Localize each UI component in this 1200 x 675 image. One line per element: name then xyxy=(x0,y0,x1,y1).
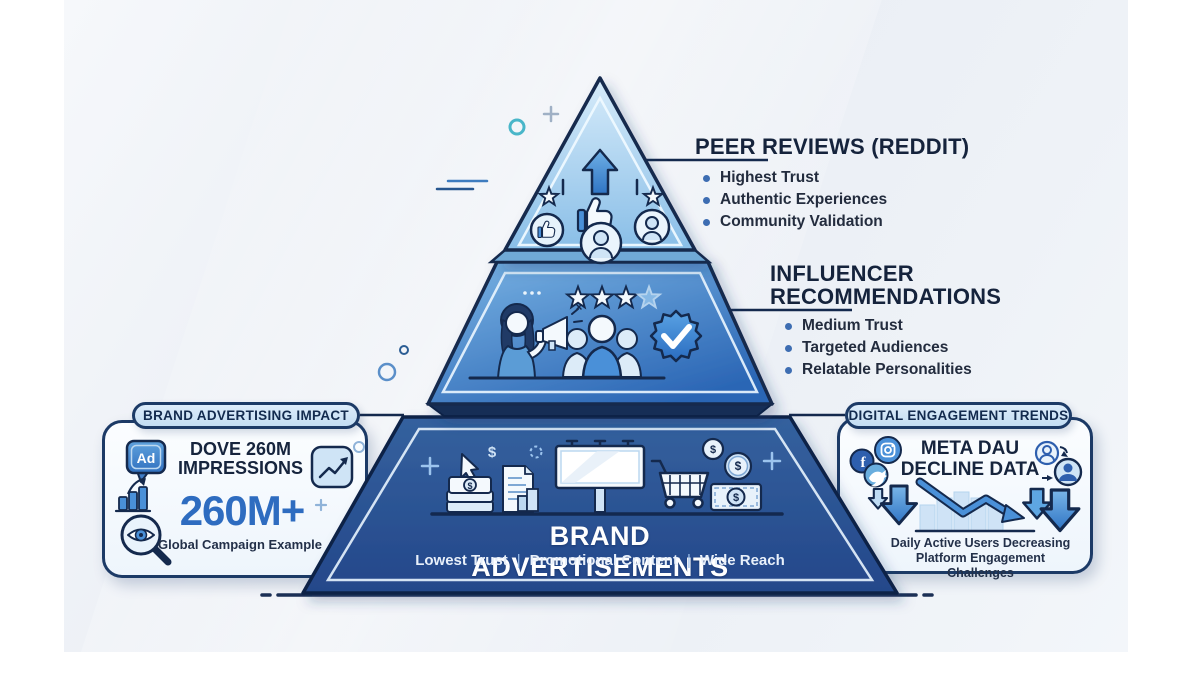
up-arrow-icon xyxy=(581,148,619,196)
user-avatar-icon xyxy=(579,221,623,265)
svg-text:$: $ xyxy=(735,459,742,473)
bottom-tier-icons: $ $ xyxy=(420,437,784,516)
bullet-label: Community Validation xyxy=(720,213,883,230)
subtitle-separator: | xyxy=(516,552,521,569)
instagram-icon xyxy=(874,436,902,464)
svg-text:$: $ xyxy=(467,481,472,491)
bullet-dot-icon xyxy=(785,344,792,352)
right-box-heading-line2: DECLINE DATA xyxy=(900,459,1040,480)
subtitle-part: Lowest Trust xyxy=(415,552,508,569)
plus-icon xyxy=(762,451,782,471)
right-box-icons: f xyxy=(849,436,1083,533)
twitter-icon xyxy=(863,462,889,488)
svg-text:$: $ xyxy=(710,444,716,456)
users-trend-icon xyxy=(1034,440,1083,487)
plus-icon xyxy=(420,456,440,476)
influencer-title-line2: RECOMMENDATIONS xyxy=(770,284,1002,309)
right-box-pill: DIGITAL ENGAGEMENT TRENDS xyxy=(845,402,1072,429)
peer-reviews-title: PEER REVIEWS (REDDIT) xyxy=(695,134,970,159)
right-pill-label: DIGITAL ENGAGEMENT TRENDS xyxy=(848,408,1069,423)
subtitle-part: Promotional Content xyxy=(529,552,678,569)
bullet-dot-icon xyxy=(785,366,792,374)
bullet-label: Relatable Personalities xyxy=(802,361,972,378)
bullet-label: Medium Trust xyxy=(802,317,903,334)
audience-group-icon xyxy=(561,314,643,379)
middle-tier-icons xyxy=(468,285,703,380)
deco-plus-gray xyxy=(542,105,560,123)
bullet-item: Community Validation xyxy=(703,213,887,231)
decline-chart-icon xyxy=(914,477,1036,533)
left-box-pill: BRAND ADVERTISING IMPACT xyxy=(132,402,360,429)
bullet-item: Targeted Audiences xyxy=(785,339,972,357)
bullet-dot-icon xyxy=(785,322,792,330)
document-icon xyxy=(502,465,539,513)
decorative-shapes xyxy=(377,105,560,382)
bullet-item: Authentic Experiences xyxy=(703,191,887,209)
influencer-title: INFLUENCER RECOMMENDATIONS xyxy=(770,262,1001,308)
bullet-item: Highest Trust xyxy=(703,169,887,187)
bullet-label: Highest Trust xyxy=(720,169,820,186)
left-box-caption: Global Campaign Example xyxy=(158,537,322,552)
ellipsis-dots xyxy=(523,291,541,295)
money-stack-icon: $ xyxy=(446,476,494,513)
svg-text:$: $ xyxy=(733,492,739,504)
bullet-item: Relatable Personalities xyxy=(785,361,972,379)
brand-advertisements-subtitle: Lowest Trust | Promotional Content | Wide Re… xyxy=(400,552,800,569)
right-box-heading: META DAU DECLINE DATA xyxy=(890,438,1050,480)
bullet-dot-icon xyxy=(703,174,710,182)
left-box-heading: DOVE 260M IMPRESSIONS xyxy=(158,440,323,478)
tick-marks xyxy=(561,178,639,196)
subtitle-separator: | xyxy=(686,552,691,569)
left-box-heading-line1: DOVE 260M xyxy=(189,439,292,459)
line-chart-box-icon xyxy=(310,441,365,489)
svg-text:f: f xyxy=(861,455,867,471)
bar-chart-up-icon xyxy=(114,477,152,513)
deco-circle-teal xyxy=(508,118,526,136)
dollar-icon: $ xyxy=(488,444,497,461)
left-box-metric: 260M+ xyxy=(179,487,306,534)
left-box-icons: Ad xyxy=(114,439,365,566)
coin-icon: $ xyxy=(723,451,753,481)
bullet-label: Targeted Audiences xyxy=(802,339,949,356)
right-box-caption: Daily Active Users Decreasing Platform E… xyxy=(888,536,1073,581)
down-arrow-icon xyxy=(1039,488,1081,533)
svg-text:Ad: Ad xyxy=(137,450,156,466)
bullet-dot-icon xyxy=(703,196,710,204)
left-box-heading-line2: IMPRESSIONS xyxy=(177,458,304,478)
influencer-title-line1: INFLUENCER xyxy=(770,261,914,286)
right-box-caption-line2: Platform Engagement Challenges xyxy=(915,551,1046,580)
subtitle-part: Wide Reach xyxy=(699,552,785,569)
deco-circle-small xyxy=(399,345,409,355)
eye-magnifier-icon xyxy=(120,514,172,566)
user-avatar-icon xyxy=(633,208,671,246)
down-arrow-icon xyxy=(879,484,919,526)
top-tier-icons xyxy=(529,148,671,265)
right-box-caption-line1: Daily Active Users Decreasing xyxy=(890,536,1071,550)
influencer-woman-icon xyxy=(497,303,583,379)
thumb-circle-icon xyxy=(529,212,565,248)
influencer-bullets: Medium Trust Targeted Audiences Relatabl… xyxy=(785,317,972,379)
banknote-icon: $ xyxy=(709,482,763,512)
bullet-dot-icon xyxy=(703,218,710,226)
right-box-heading-line1: META DAU xyxy=(920,438,1020,459)
ad-bubble-icon: Ad xyxy=(125,439,167,483)
leader-lines xyxy=(360,158,852,417)
verified-badge-icon xyxy=(649,309,703,363)
deco-circle-blue xyxy=(377,362,397,382)
bullet-item: Medium Trust xyxy=(785,317,972,335)
left-pill-label: BRAND ADVERTISING IMPACT xyxy=(143,408,349,423)
shopping-cart-icon xyxy=(650,459,710,509)
coin-icon: $ xyxy=(701,437,725,461)
dashed-ring-icon xyxy=(529,445,543,459)
brand-advertisements-title: BRAND ADVERTISEMENTS xyxy=(471,521,729,582)
billboard-icon xyxy=(554,439,646,513)
peer-reviews-bullets: Highest Trust Authentic Experiences Comm… xyxy=(703,169,887,231)
plus-icon xyxy=(314,498,328,512)
bullet-label: Authentic Experiences xyxy=(720,191,888,208)
